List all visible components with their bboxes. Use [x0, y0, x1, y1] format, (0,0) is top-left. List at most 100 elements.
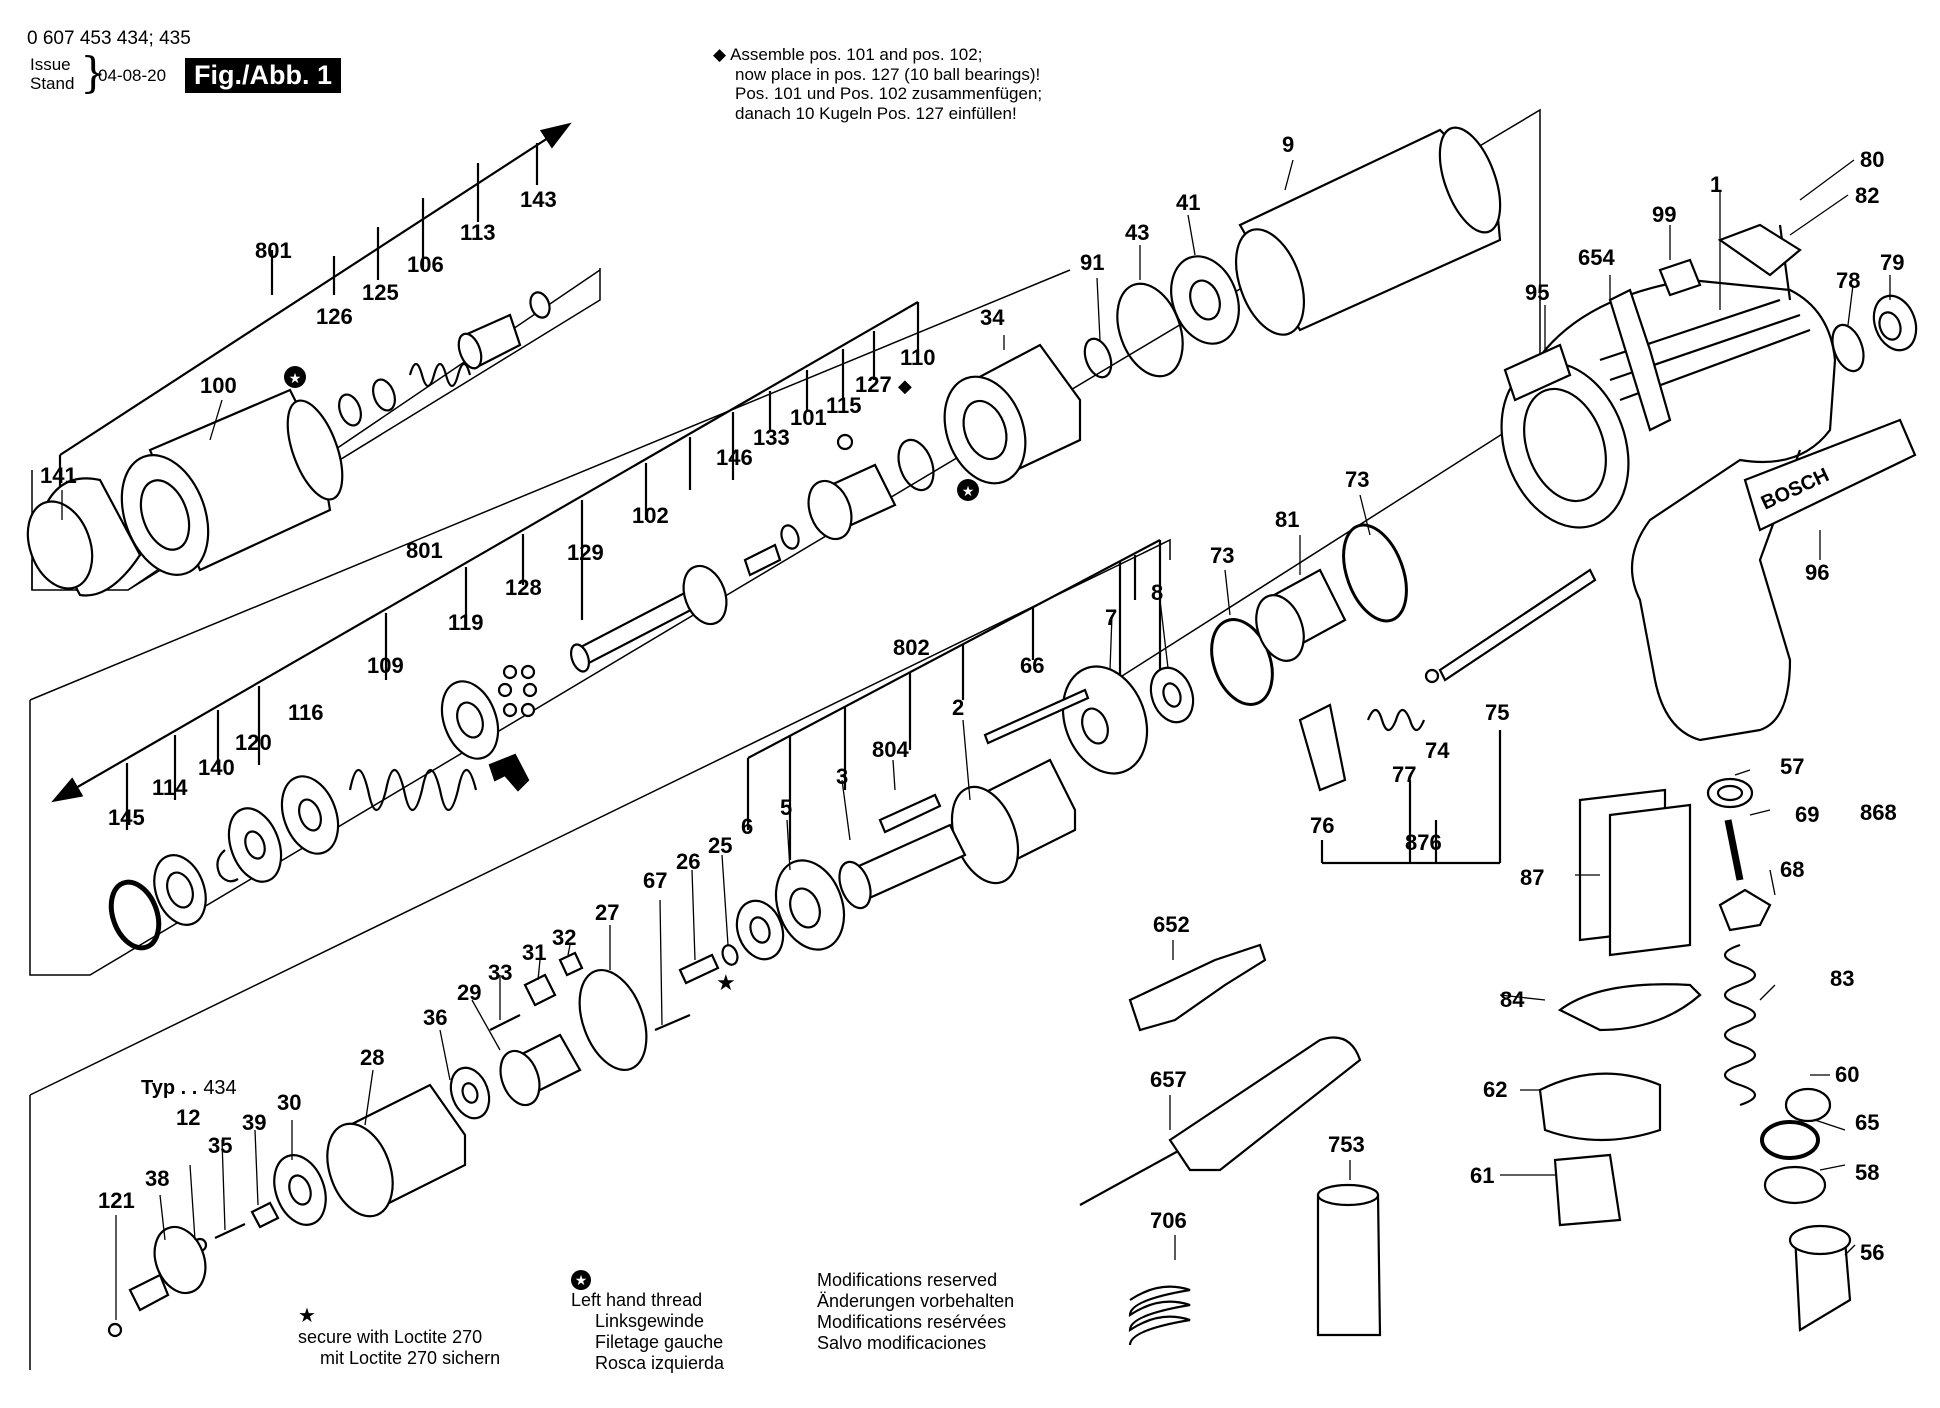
modifications-note: Modifications reserved Änderungen vorbeh…: [817, 1270, 1014, 1354]
part-label: 38: [145, 1166, 169, 1191]
axis-802: [747, 539, 1161, 759]
part-120-gear: [227, 807, 283, 883]
part-label: 67: [643, 868, 667, 893]
part-62-cap: [1538, 1072, 1662, 1142]
part-label: 43: [1125, 220, 1149, 245]
part-109-spring: [348, 768, 478, 812]
part-56-fitting: [1788, 1224, 1852, 1332]
left-hand-thread-text-1: Left hand thread: [571, 1290, 703, 1310]
part-84-plate: [1557, 983, 1702, 1032]
part-label: 146: [716, 445, 753, 470]
part-label: 143: [520, 187, 557, 212]
part-43-ring: [1116, 282, 1184, 378]
part-33-pin: [489, 1014, 521, 1031]
part-label: 121: [98, 1188, 135, 1213]
part-113-collar: [457, 313, 522, 370]
part-654-lever: [1608, 288, 1672, 432]
part-label: 868: [1860, 800, 1897, 825]
left-hand-thread-icon: ★: [571, 1270, 591, 1290]
part-label: 26: [676, 849, 700, 874]
part-27-plate: [578, 968, 648, 1072]
part-128-balls: [497, 664, 538, 718]
part-label: 69: [1795, 802, 1819, 827]
part-label: 804: [872, 737, 909, 762]
part-label: 77: [1392, 762, 1416, 787]
part-143-ring: [529, 291, 551, 319]
part-label: 101: [790, 405, 827, 430]
part-114-bush: [153, 854, 207, 926]
part-label: 133: [753, 425, 790, 450]
part-label: 106: [407, 252, 444, 277]
loctite-note-line-2: mit Loctite 270 sichern: [320, 1348, 501, 1368]
part-label: 95: [1525, 280, 1549, 305]
left-hand-thread-icon: [957, 479, 979, 501]
part-75-pin: [1438, 568, 1597, 682]
part-133-washer: [780, 524, 800, 550]
part-label: 6: [741, 814, 753, 839]
part-label: 1: [1710, 172, 1722, 197]
part-label: 129: [567, 540, 604, 565]
part-69-pin: [1724, 819, 1744, 881]
modifications-line-2: Änderungen vorbehalten: [817, 1291, 1015, 1311]
diamond-icon: ◆: [713, 45, 727, 64]
part-652-nipple: [1128, 943, 1267, 1032]
part-label: 113: [460, 220, 496, 245]
diamond-icon: ◆: [898, 376, 912, 397]
part-145-oring: [108, 879, 162, 951]
issue-label-de: Stand: [30, 74, 75, 93]
part-label: 12: [176, 1105, 200, 1130]
part-label: 119: [448, 610, 484, 635]
type-label: Typ . .434: [141, 1077, 237, 1099]
part-label: 100: [200, 373, 237, 398]
part-102-spindle: [569, 564, 728, 673]
document-number: 0 607 453 434; 435: [27, 28, 191, 49]
part-label: 58: [1855, 1160, 1879, 1185]
part-99-label: [1658, 258, 1702, 297]
part-38-spindle: [128, 1225, 207, 1312]
part-116-cam: [280, 775, 340, 855]
part-label: 33: [488, 960, 512, 985]
part-119-key: [488, 753, 530, 792]
part-label: 56: [1860, 1240, 1884, 1265]
part-label: 114: [152, 775, 188, 800]
part-label: 35: [208, 1133, 232, 1158]
part-121-ball: [107, 1322, 123, 1338]
part-label: 30: [277, 1090, 301, 1115]
part-label: 2: [952, 695, 964, 720]
part-67-pin: [654, 1013, 691, 1032]
part-6-bearing: [735, 899, 785, 961]
part-9-cylinder: [1235, 126, 1502, 336]
part-label: 73: [1210, 543, 1234, 568]
part-label: 28: [360, 1045, 384, 1070]
part-label: 140: [198, 755, 235, 780]
part-label: 3: [836, 764, 848, 789]
part-32-bush: [558, 951, 584, 977]
issue-label-en: Issue: [30, 55, 71, 74]
part-label: 126: [316, 304, 353, 329]
assembly-note-line-3: Pos. 101 und Pos. 102 zusammenfügen;: [735, 84, 1043, 103]
assembly-note: ◆Assemble pos. 101 and pos. 102; now pla…: [713, 45, 1042, 123]
part-label: 82: [1855, 183, 1879, 208]
part-label: 61: [1470, 1163, 1494, 1188]
left-hand-thread-line-4: Rosca izquierda: [595, 1353, 725, 1373]
part-5-plate: [774, 859, 846, 951]
frame-bottom: [29, 538, 1171, 1370]
loctite-note-text-1: secure with Loctite 270: [298, 1327, 483, 1347]
star-icon: ★: [298, 1305, 316, 1327]
brace-glyph: }: [80, 48, 107, 97]
left-hand-thread-icon: [284, 366, 306, 388]
part-65-ring: [1760, 1120, 1820, 1160]
axis-801-top: [59, 122, 572, 456]
part-110-ring: [897, 438, 935, 492]
part-91-ring: [1083, 337, 1113, 379]
part-706-spring: [1128, 1285, 1191, 1346]
part-label: 91: [1080, 250, 1104, 275]
part-87-silencer: [1578, 788, 1692, 957]
part-35-pin: [214, 1223, 246, 1239]
part-753-filter: [1316, 1183, 1382, 1337]
part-100-housing: [120, 388, 344, 576]
part-29-carrier: [499, 1033, 582, 1107]
part-label: 99: [1652, 202, 1676, 227]
issue-label: Issue Stand: [30, 55, 74, 93]
svg-text:★: ★: [289, 371, 302, 387]
